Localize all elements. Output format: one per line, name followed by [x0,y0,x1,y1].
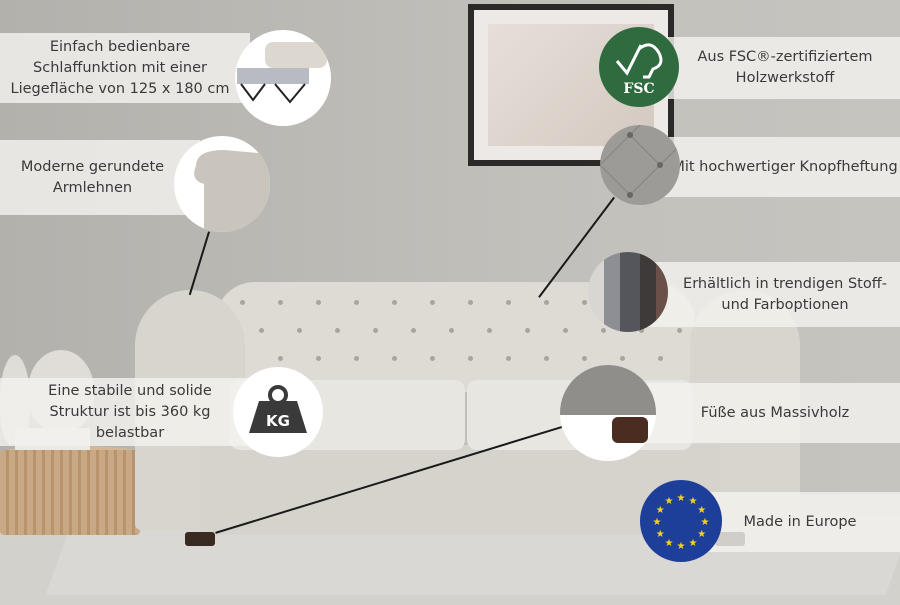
eu-star-icon: ★ [677,541,686,552]
svg-text:KG: KG [266,412,290,430]
sofa-bed-icon [235,30,331,126]
feature-text: Moderne gerundete Armlehnen [20,158,165,196]
tuft-button [601,328,606,333]
tuft-button [468,356,473,361]
eu-star-icon: ★ [697,505,706,516]
tuft-button [506,356,511,361]
feature-text: Erhältlich in trendigen Stoff- und Farbo… [683,275,887,313]
eu-star-icon: ★ [656,505,665,516]
tuft-button [278,356,283,361]
tuft-button [506,300,511,305]
feature-text: Mit hochwertiger Knopfheftung [672,158,898,175]
tuft-button [430,300,435,305]
feature-text: Aus FSC®-zertifiziertem Holzwerkstoff [697,49,873,86]
tuft-button [544,300,549,305]
svg-text:FSC: FSC [623,81,654,97]
feature-text: Eine stabile und solide Struktur ist bis… [48,382,212,441]
tuft-button [582,300,587,305]
tuft-button [373,328,378,333]
tuft-button [658,356,663,361]
tuft-button [354,356,359,361]
feature-stability: Eine stabile und solide Struktur ist bis… [0,378,260,446]
eu-star-icon: ★ [665,496,674,507]
tuft-button [525,328,530,333]
feature-armrests: Moderne gerundete Armlehnen [0,140,200,215]
tuft-button [259,328,264,333]
tuft-button [316,356,321,361]
eu-flag-icon: ★★★★★★★★★★★★ [640,480,722,562]
feature-fabric-options: Erhältlich in trendigen Stoff- und Farbo… [630,262,900,327]
tuft-button [487,328,492,333]
eu-star-icon: ★ [689,538,698,549]
eu-star-icon: ★ [656,529,665,540]
tuft-button [335,328,340,333]
tuft-button [354,300,359,305]
feature-text: Füße aus Massivholz [700,404,850,421]
eu-star-icon: ★ [689,496,698,507]
feature-fsc: Aus FSC®-zertifiziertem Holzwerkstoff [640,37,900,99]
fabric-swatches-icon [588,252,668,332]
tuft-button [620,356,625,361]
tuft-button [430,356,435,361]
feature-sleep-function: Einfach bedienbare Schlaffunktion mit ei… [0,33,250,103]
eu-star-icon: ★ [701,517,710,528]
tuft-button [297,328,302,333]
tuft-button [316,300,321,305]
fsc-logo-icon: FSC [599,27,679,107]
eu-star-icon: ★ [665,538,674,549]
sofa-base [200,445,720,535]
tuft-button [563,328,568,333]
tuft-button [544,356,549,361]
feature-text: Made in Europe [743,513,857,530]
tuft-button [677,328,682,333]
eu-star-icon: ★ [697,529,706,540]
wooden-foot-icon [560,365,656,461]
armrest-icon [174,136,270,232]
tuft-button [392,356,397,361]
side-table-base [0,450,140,535]
eu-star-icon: ★ [677,493,686,504]
tuft-button [240,300,245,305]
tuft-button [411,328,416,333]
tuft-button [278,300,283,305]
eu-star-icon: ★ [653,517,662,528]
tuft-button [639,328,644,333]
button-tufting-icon [600,125,680,205]
tuft-button [449,328,454,333]
feature-text: Einfach bedienbare Schlaffunktion mit ei… [10,38,230,97]
tuft-button [582,356,587,361]
feature-tufting: Mit hochwertiger Knopfheftung [640,137,900,197]
tuft-button [468,300,473,305]
weight-icon: KG [233,367,323,457]
tuft-button [392,300,397,305]
sofa-leg [185,532,215,546]
